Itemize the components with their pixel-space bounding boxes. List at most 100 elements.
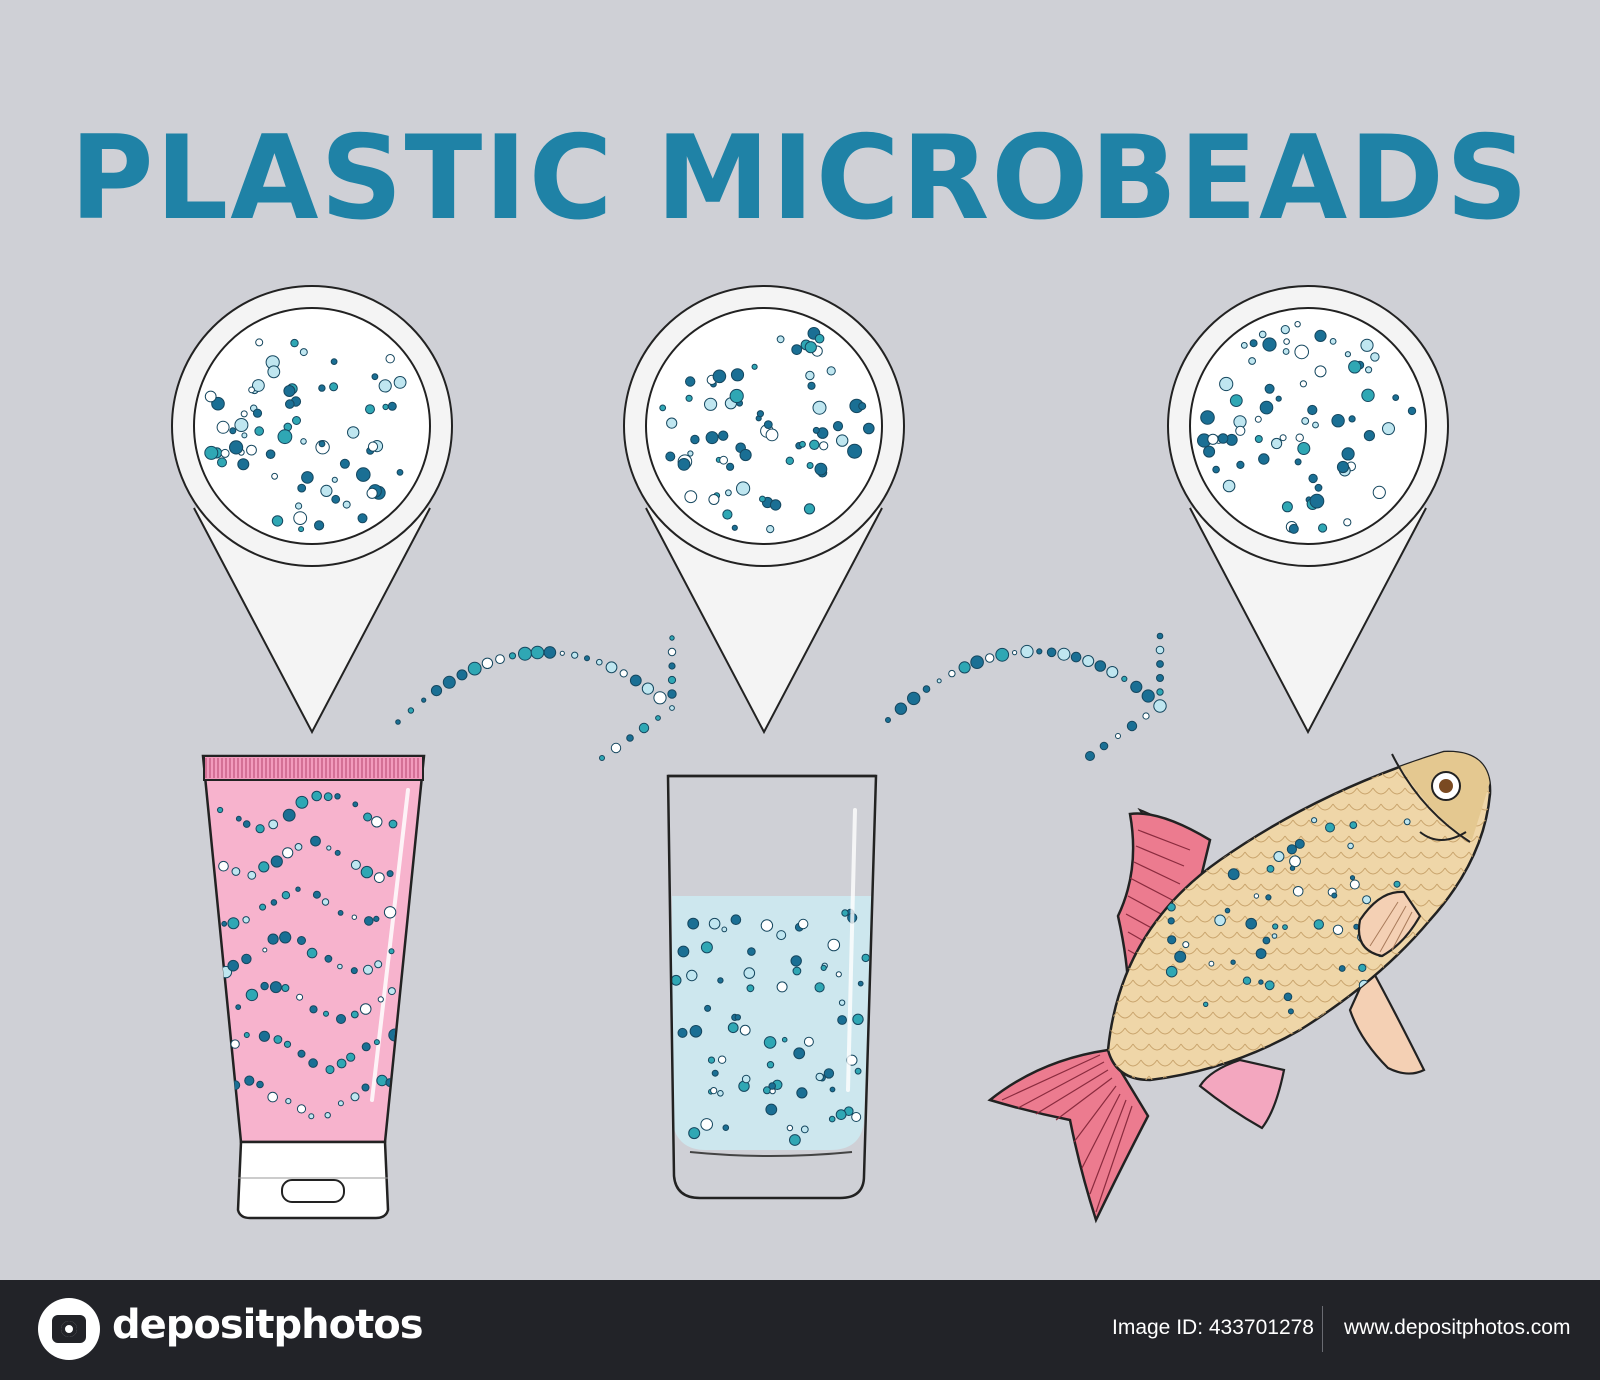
microbead: [421, 697, 427, 703]
microbead: [395, 719, 401, 725]
microbead: [1020, 644, 1034, 659]
microbead: [234, 418, 249, 432]
fish-icon: [987, 750, 1492, 1224]
microbead: [229, 427, 237, 435]
microbead: [1219, 376, 1234, 392]
microbead: [1200, 410, 1215, 425]
microbead: [1282, 924, 1288, 930]
microbead: [350, 1010, 359, 1019]
microbead: [351, 914, 357, 920]
microbead: [1332, 924, 1344, 935]
microbead: [746, 984, 755, 993]
microbead: [350, 859, 361, 870]
microbead: [668, 662, 676, 670]
microbead: [722, 1124, 730, 1131]
microbead: [1167, 902, 1176, 912]
microbead: [267, 365, 281, 379]
microbead: [1153, 699, 1167, 713]
microbead: [371, 816, 383, 828]
microbead: [1156, 688, 1164, 696]
microbead: [407, 707, 415, 714]
microbead: [1295, 433, 1304, 442]
microbead: [229, 440, 244, 455]
microbead: [835, 971, 842, 978]
microbead: [382, 403, 389, 411]
microbead: [1308, 473, 1318, 484]
microbead: [1329, 338, 1337, 345]
microbead: [677, 945, 690, 958]
microbead: [374, 960, 383, 969]
microbead: [670, 974, 682, 986]
microbead: [339, 458, 350, 469]
microbead: [1288, 523, 1299, 534]
microbead: [241, 432, 248, 439]
microbead: [907, 691, 921, 706]
microbead: [1363, 430, 1376, 442]
microbead: [776, 930, 787, 941]
microbead: [1245, 917, 1257, 930]
microbead: [1294, 344, 1309, 360]
microbead: [719, 455, 728, 465]
microbead: [1240, 342, 1248, 349]
microbead: [373, 1039, 380, 1046]
microbead: [827, 938, 841, 952]
microbead: [793, 1047, 806, 1060]
microbead: [1402, 956, 1413, 967]
microbead: [799, 440, 806, 448]
microbead: [204, 445, 219, 460]
microbead: [364, 916, 374, 926]
microbead: [1397, 986, 1404, 993]
microbead: [765, 428, 779, 442]
microbead: [760, 919, 774, 932]
microbead: [376, 1074, 388, 1087]
microbead: [367, 441, 379, 452]
image-id-label: Image ID: 433701278: [1112, 1316, 1314, 1339]
microbead: [729, 388, 744, 404]
microbead: [1382, 422, 1395, 436]
microbead: [235, 1004, 242, 1010]
microbead: [665, 451, 676, 462]
microbead: [739, 448, 752, 462]
microbead: [1279, 434, 1287, 442]
microbead: [826, 366, 836, 376]
microbead: [712, 369, 727, 384]
microbead: [747, 947, 756, 956]
microbead: [814, 462, 828, 476]
microbead: [218, 1087, 231, 1100]
microbead: [1155, 645, 1165, 655]
microbead: [262, 947, 268, 953]
microbead: [687, 450, 694, 457]
microbead: [704, 1004, 712, 1012]
microbead: [334, 849, 341, 856]
site-url-link[interactable]: www.depositphotos.com: [1344, 1316, 1571, 1339]
microbead: [1094, 660, 1107, 672]
microbead: [267, 1091, 279, 1103]
microbead: [295, 502, 303, 510]
microbead: [1271, 437, 1283, 450]
microbead: [282, 847, 294, 859]
microbead: [318, 440, 326, 448]
microbead: [306, 947, 318, 959]
microbead: [727, 1022, 739, 1034]
microbead: [1265, 894, 1272, 901]
magnifier-pin-2: [623, 285, 905, 735]
microbead: [393, 376, 407, 389]
microbead: [359, 1003, 372, 1015]
microbead: [285, 399, 295, 409]
microbead: [1309, 493, 1325, 509]
microbead: [1258, 979, 1264, 985]
microbead: [300, 438, 307, 445]
microbead: [1294, 321, 1301, 328]
microbead: [1365, 366, 1373, 374]
microbead: [270, 855, 283, 868]
microbead: [279, 931, 292, 944]
microbead: [751, 363, 758, 370]
dotted-arrows: [395, 632, 1167, 761]
microbead: [610, 742, 622, 754]
microbead: [240, 410, 248, 418]
microbead: [508, 652, 517, 660]
microbead: [334, 793, 341, 800]
microbead: [1203, 1001, 1209, 1007]
microbead: [227, 959, 239, 972]
